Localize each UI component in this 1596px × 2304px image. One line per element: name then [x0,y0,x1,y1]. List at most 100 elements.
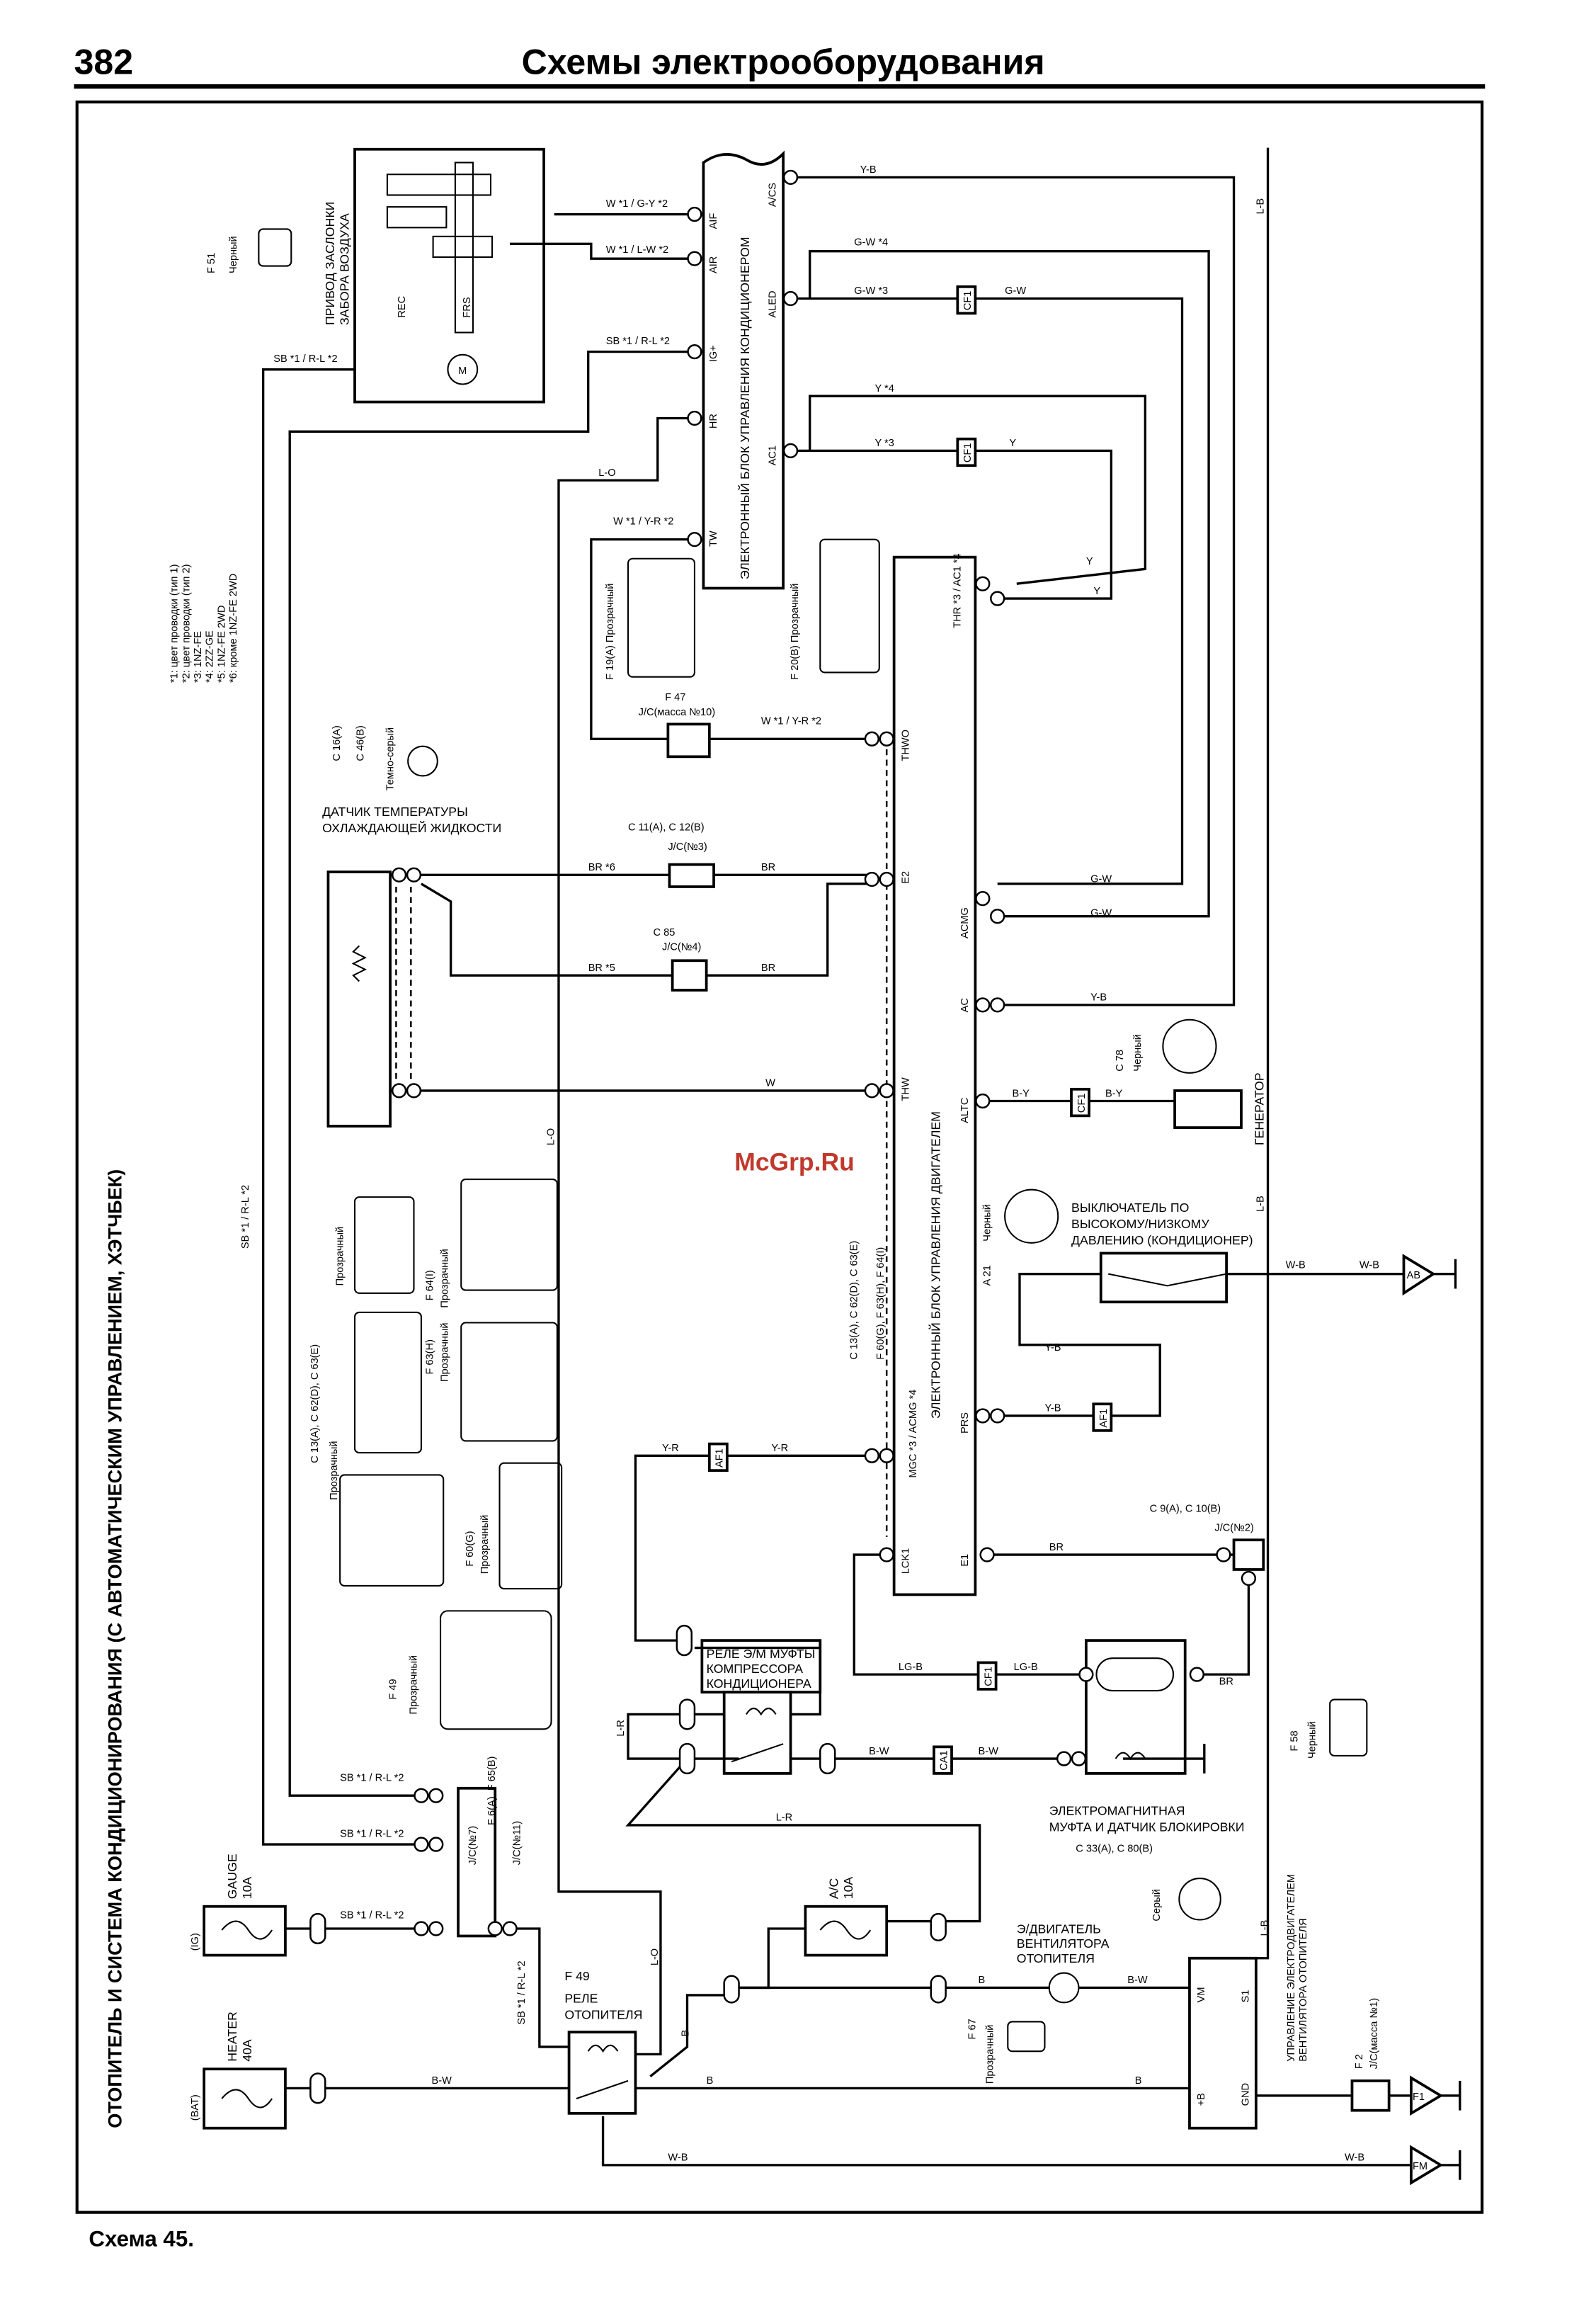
pin-air: AIR [708,256,719,273]
pin-thwo: THWO [900,730,911,761]
connector-id: A 21 [981,1265,993,1286]
wire-label: W *1 / G-Y *2 [606,198,668,210]
wire-label: L-R [615,1720,627,1737]
pin-ac1: AC1 [768,446,779,465]
connector-face [258,228,292,267]
page-title: Схемы электрооборудования [522,42,1045,81]
figure-caption: Схема 45. [89,2227,193,2252]
note: *4: 2ZZ-GE [205,630,216,683]
engine-ecu-label: ЭЛЕКТРОННЫЙ БЛОК УПРАВЛЕНИЯ ДВИГАТЕЛЕМ [928,1111,942,1419]
fuse-ac: A/C 10A [804,1877,889,1957]
connector-color: Прозрачный [329,1441,340,1499]
pin-e2: E2 [900,871,911,884]
connector-color: Прозрачный [439,1322,450,1381]
wire-label: Y [1086,556,1093,567]
blower-motor: Э/ДВИГАТЕЛЬ ВЕНТИЛЯТОРА ОТОПИТЕЛЯ [1017,1922,1110,2004]
footnotes: *1: цвет проводки (тип 1) *2: цвет прово… [169,564,239,683]
pin-labels: A/CS AIF AIR ALED IG+ HR AC1 TW THR *3 /… [708,183,971,1574]
connector-list: F 60(G), F 63(H), F 64(I) [875,1247,887,1360]
wire-label: L-O [546,1128,557,1145]
generator: ГЕНЕРАТОР [1173,1072,1266,1145]
compressor-clutch-relay: РЕЛЕ Э/М МУФТЫ КОМПРЕССОРА КОНДИЦИОНЕРА [700,1639,822,1775]
coolant-title: ДАТЧИК ТЕМПЕРАТУРЫ [322,805,468,819]
wire-label: BR [761,963,775,974]
pin-aled: ALED [768,290,779,317]
connector-id: C 16(A) [331,725,343,761]
splice-cf1: CF1 [962,291,974,311]
connector-id: F 20(B) Прозрачный [790,584,801,680]
wire-label: W-B [668,2152,688,2164]
wire-label: B [707,2075,714,2087]
connector-face [1162,1018,1217,1074]
connector-views: F 51 Черный F 19(A) Прозрачный F 20(B) П… [206,228,1368,2084]
connector-face [627,557,695,678]
wire-label: Y-R [771,1443,788,1454]
wire-label: G-W *3 [854,285,888,297]
connector-face [1329,1698,1368,1757]
pin-markers [309,169,1257,2104]
wire-label: B-W [432,2075,452,2087]
fuse-rating: 10A [240,1877,254,1900]
wire-label: Y *3 [875,438,894,449]
wire-label: L-B [1255,1196,1266,1212]
heater-relay-id: F 49 [564,1969,590,1983]
connector-color: Темно-серый [384,727,396,790]
connector-color: Прозрачный [439,1249,450,1307]
wire-label: BR *5 [588,963,615,974]
connector-id: F 49 [387,1679,399,1699]
jc10: J/C(масса №10) [639,707,715,718]
wire-label: SB *1 / R-L *2 [606,336,670,347]
generator-label: ГЕНЕРАТОР [1252,1072,1266,1145]
connector-face [460,1179,558,1291]
splice-cf1: CF1 [983,1667,994,1686]
connector-id: F 51 [206,253,217,273]
coolant-sensor: ДАТЧИК ТЕМПЕРАТУРЫ ОХЛАЖДАЮЩЕЙ ЖИДКОСТИ [322,805,501,1128]
connector-id: F 63(H) [425,1339,436,1374]
jc3: J/C(№3) [668,841,707,853]
pin-s1: S1 [1240,1990,1251,2002]
jc3-id: C 11(A), C 12(B) [628,822,705,834]
connector-face [339,1474,445,1587]
wire-label: G-W [1090,908,1112,919]
wire-label: Y-B [1090,992,1107,1004]
wire-label: SB *1 / R-L *2 [340,1829,404,1840]
wire-label: SB *1 / R-L *2 [340,1772,404,1783]
pin-mgc: MGC *3 / ACMG *4 [908,1390,919,1478]
wire-label: Y-B [1044,1403,1061,1414]
blower-control: VM S1 +B GND УПРАВЛЕНИЕ ЭЛЕКТРОДВИГАТЕЛЕ… [1188,1874,1309,2130]
connector-face [1178,1878,1221,1921]
pin-hr: HR [708,414,719,429]
blower-title: ОТОПИТЕЛЯ [1017,1951,1095,1965]
pin-altc: ALTC [959,1098,971,1123]
wire-label: B-W [979,1746,999,1757]
fuse-source: (BAT) [190,2094,201,2121]
connector-id: F 67 [967,2019,978,2039]
splice-ca1: CA1 [939,1750,950,1770]
damper-title: ПРИВОД ЗАСЛОНКИ [323,202,337,325]
splice-af1: AF1 [1098,1409,1110,1428]
wire-label: L-O [598,467,615,479]
connector-face [440,1610,552,1730]
clutch-relay-title: КОНДИЦИОНЕРА [707,1676,811,1691]
connector-id: C 78 [1115,1050,1126,1072]
blower-ctrl-title: УПРАВЛЕНИЕ ЭЛЕКТРОДВИГАТЕЛЕМ [1286,1874,1297,2062]
wire-label: W-B [1360,1259,1379,1271]
connector-color: Прозрачный [409,1655,420,1714]
damper-title: ЗАБОРА ВОЗДУХА [338,213,352,325]
wire-label: B-W [869,1746,889,1757]
wire-label: W *1 / Y-R *2 [613,516,673,528]
blower-ctrl-title: ВЕНТИЛЯТОРА ОТОПИТЕЛЯ [1298,1918,1309,2061]
ground-ab: AB [1402,1254,1457,1296]
wire-label: B-Y [1013,1088,1030,1099]
wire-label: SB *1 / R-L *2 [340,1909,404,1921]
ground-label: AB [1407,1270,1420,1281]
connector-color: Прозрачный [334,1227,346,1286]
connector-list: C 13(A), C 62(D), C 63(E) [309,1344,321,1463]
connector-color: Серый [1151,1889,1163,1921]
heater-relay-title: ОТОПИТЕЛЯ [564,2007,642,2021]
side-title: ОТОПИТЕЛЬ И СИСТЕМА КОНДИЦИОНИРОВАНИЯ (С… [103,1169,125,2128]
blower-title: Э/ДВИГАТЕЛЬ [1017,1922,1101,1936]
splice-af1: AF1 [714,1448,726,1468]
wire-label: SB *1 / R-L *2 [240,1185,251,1249]
damper-actuator: M REC FRS ПРИВОД ЗАСЛОНКИ ЗАБОРА ВОЗДУХА [323,147,545,404]
